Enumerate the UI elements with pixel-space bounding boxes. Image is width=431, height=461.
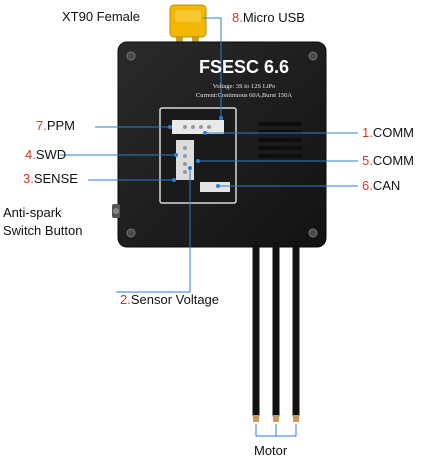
label-anti-spark: Anti-spark xyxy=(3,205,62,220)
label-micro-usb-text: Micro USB xyxy=(242,10,305,25)
mounting-screws xyxy=(126,51,318,238)
device-voltage: Voltage: 3S to 12S LiPo xyxy=(213,83,276,90)
label-comm-5-number: 5. xyxy=(362,153,373,168)
device-current: Current:Continuous 60A,Burst 150A xyxy=(196,92,293,99)
label-motor: Motor xyxy=(254,443,288,458)
leader-lines xyxy=(60,17,358,293)
label-ppm: 7.PPM xyxy=(36,119,75,133)
label-comm-5-text: COMM xyxy=(372,153,415,168)
leader-dots xyxy=(168,116,223,188)
label-can: 6.CAN xyxy=(362,179,400,193)
label-sensor-voltage: 2.Sensor Voltage xyxy=(120,293,219,307)
label-micro-usb: 8.Micro USB xyxy=(232,11,305,25)
label-swd-number: 4. xyxy=(25,147,36,162)
device-model: FSESC 6.6 xyxy=(199,57,289,77)
label-swd: 4.SWD xyxy=(25,148,66,162)
anti-spark-button xyxy=(112,204,120,218)
label-ppm-number: 7. xyxy=(36,118,47,133)
label-ppm-text: PPM xyxy=(46,118,76,133)
label-swd-text: SWD xyxy=(35,147,67,162)
motor-wires xyxy=(252,241,300,419)
label-comm-1-number: 1. xyxy=(362,125,373,140)
label-can-text: CAN xyxy=(372,178,401,193)
label-comm-1-text: COMM xyxy=(372,125,415,140)
label-switch-button: Switch Button xyxy=(3,223,83,238)
label-sensor-voltage-text: Sensor Voltage xyxy=(130,292,220,307)
label-sense-number: 3. xyxy=(23,171,34,186)
label-micro-usb-number: 8. xyxy=(232,10,243,25)
label-xt90: XT90 Female xyxy=(62,9,141,24)
label-comm-1: 1.COMM xyxy=(362,126,414,140)
label-can-number: 6. xyxy=(362,178,373,193)
label-sensor-voltage-number: 2. xyxy=(120,292,131,307)
wire-tips xyxy=(253,415,299,422)
label-sense: 3.SENSE xyxy=(23,172,78,186)
label-comm-5: 5.COMM xyxy=(362,154,414,168)
label-sense-text: SENSE xyxy=(33,171,78,186)
